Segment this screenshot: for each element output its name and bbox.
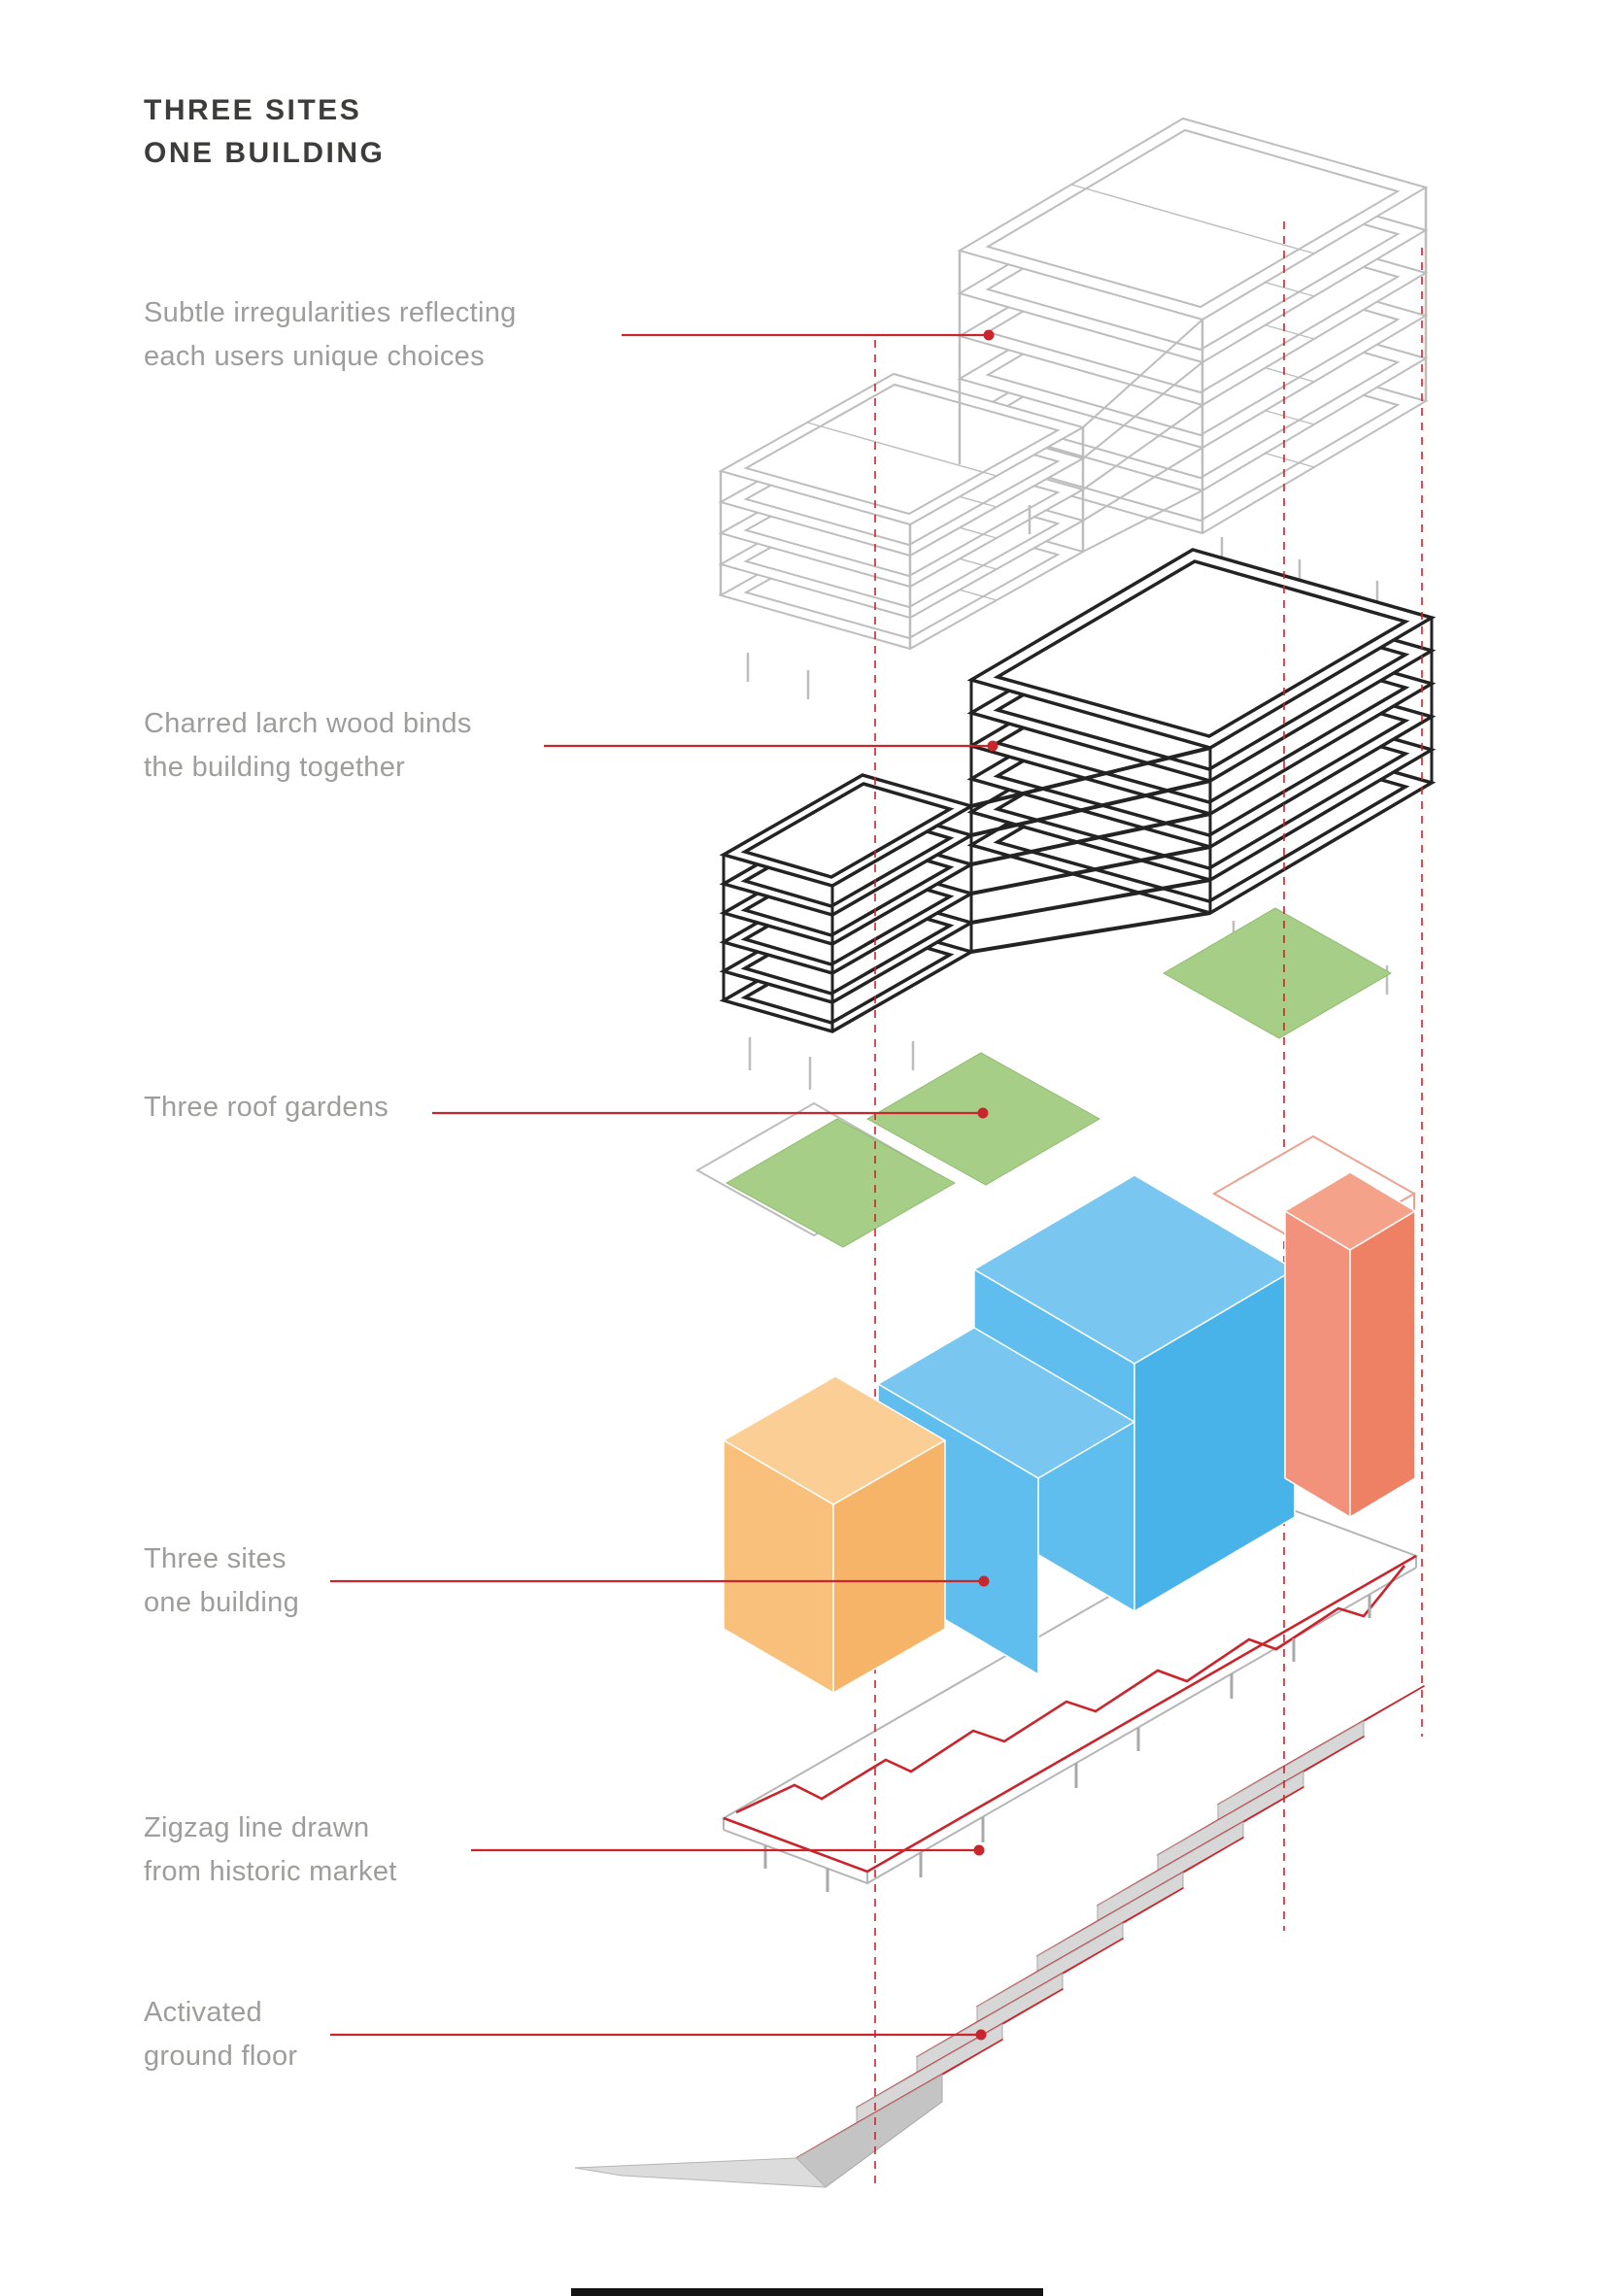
- step-riser: [1217, 1720, 1365, 1821]
- annotation-line: Activated: [144, 1997, 262, 2028]
- ground-wedge: [574, 2157, 828, 2188]
- zigzag-plate-red-edge: [723, 1554, 1417, 1874]
- leader-dot-irregularities: [983, 329, 995, 341]
- building-volumes-layer: [723, 1134, 1417, 1694]
- charred-wood-layer: [722, 548, 1434, 1090]
- step-riser: [976, 1922, 1124, 2023]
- annotation-three-sites: Three sites one building: [144, 1537, 299, 1625]
- leader-dot-three-sites: [978, 1575, 990, 1587]
- step-riser: [1036, 1872, 1184, 1973]
- diagram-title-line1: THREE SITES: [144, 94, 362, 126]
- bottom-crop-bar: [571, 2288, 1043, 2296]
- step-end-face: [795, 2074, 943, 2188]
- plate-legs: [763, 1595, 1371, 1892]
- user-floorplates-layer: [719, 118, 1428, 699]
- roof-garden-center: [865, 1052, 1101, 1186]
- diagram-title-line2: ONE BUILDING: [144, 137, 386, 169]
- annotation-line: Charred larch wood binds: [144, 708, 472, 739]
- orange-volume: [723, 1375, 946, 1694]
- zigzag-plate-layer: [721, 1501, 1419, 1892]
- annotation-roof-gardens: Three roof gardens: [144, 1086, 389, 1130]
- roof-garden-left: [725, 1118, 957, 1248]
- annotation-line: from historic market: [144, 1856, 397, 1887]
- charred-connector-bands: [970, 746, 1211, 954]
- zigzag-plate-thickness: [723, 1556, 1417, 1885]
- leader-dot-charred-larch: [987, 740, 998, 752]
- annotation-irregularities: Subtle irregularities reflecting each us…: [144, 291, 517, 379]
- annotation-line: the building together: [144, 752, 406, 783]
- annotation-line: ground floor: [144, 2041, 298, 2072]
- corner-posts: [719, 187, 1428, 649]
- annotation-charred-larch: Charred larch wood binds the building to…: [144, 702, 472, 790]
- annotation-line: Three roof gardens: [144, 1092, 389, 1123]
- annotation-line: one building: [144, 1587, 300, 1618]
- salmon-volume: [1284, 1171, 1416, 1518]
- roof-gardens-layer: [694, 907, 1393, 1248]
- zigzag-red-line: [735, 1565, 1406, 1814]
- step-riser: [1097, 1821, 1244, 1922]
- annotation-ground-floor: Activated ground floor: [144, 1991, 297, 2078]
- step-riser: [916, 1973, 1064, 2074]
- annotation-line: each users unique choices: [144, 341, 485, 372]
- roof-garden-right: [1162, 907, 1393, 1039]
- diagram-title: THREE SITES ONE BUILDING: [144, 89, 385, 175]
- annotation-line: Three sites: [144, 1543, 287, 1574]
- leader-dot-ground-floor: [975, 2029, 987, 2041]
- hanging-posts: [746, 505, 1379, 699]
- ground-floor-layer: [574, 1685, 1425, 2188]
- leader-lines: [330, 329, 998, 2041]
- annotation-line: Subtle irregularities reflecting: [144, 297, 517, 328]
- step-riser: [1157, 1771, 1304, 1872]
- leader-dot-zigzag: [973, 1844, 985, 1856]
- floorplate-connector-bands: [1082, 319, 1203, 553]
- annotation-line: Zigzag line drawn: [144, 1812, 370, 1843]
- charred-corner-posts: [722, 618, 1434, 1031]
- leader-dot-roof-gardens: [977, 1107, 989, 1119]
- annotation-zigzag: Zigzag line drawn from historic market: [144, 1806, 397, 1894]
- guide-lines: [874, 221, 1423, 2190]
